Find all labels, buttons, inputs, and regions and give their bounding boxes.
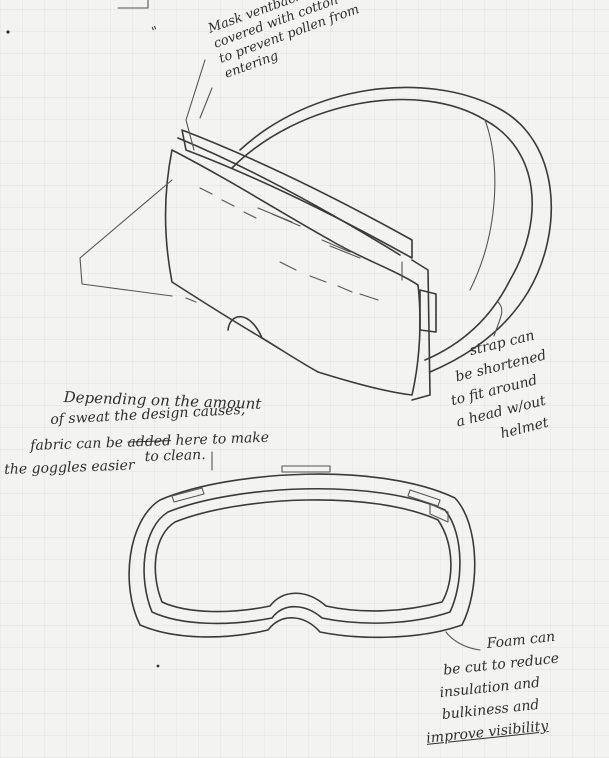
ink-dot bbox=[157, 665, 160, 668]
note-fabric-text: here to make bbox=[175, 430, 269, 449]
corner-mark bbox=[118, 0, 148, 8]
goggle-front-view bbox=[129, 452, 480, 650]
ink-dot bbox=[6, 30, 9, 33]
note-foam: Foam can be cut to reduce insulation and… bbox=[420, 626, 567, 750]
note-fabric-text: to clean. bbox=[144, 447, 205, 465]
note-fabric-text: fabric can be bbox=[30, 435, 123, 454]
